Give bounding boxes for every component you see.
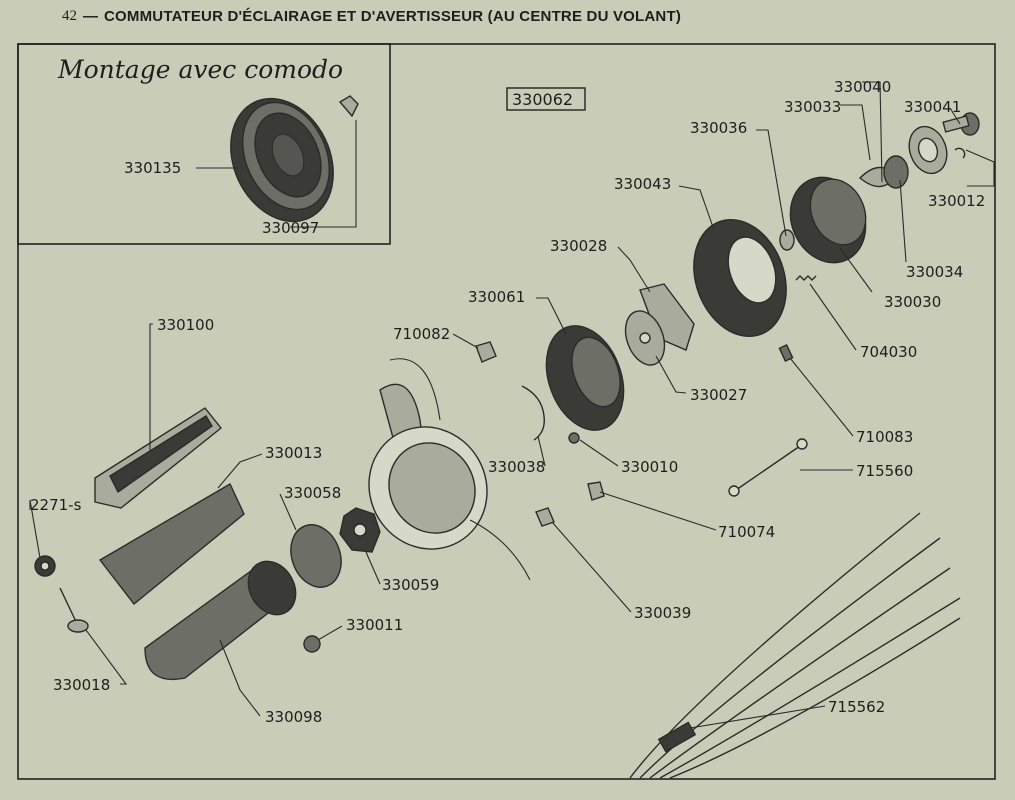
callout-330033: 330033 — [784, 98, 841, 116]
screw-330011 — [303, 635, 321, 653]
callout-330041: 330041 — [904, 98, 961, 116]
assembly-number-box — [506, 87, 586, 111]
callout-330097: 330097 — [262, 219, 319, 237]
spring-704030 — [795, 275, 817, 281]
bushing-330034 — [883, 155, 909, 189]
star-washer-330059 — [339, 507, 381, 553]
washer-330040 — [908, 125, 948, 175]
horn-button-cover-inset — [230, 97, 334, 223]
callout-715560: 715560 — [856, 462, 913, 480]
diagram-frame — [17, 43, 996, 780]
switch-housing-330013 — [98, 483, 245, 605]
inset-frame — [17, 43, 391, 245]
callout-330039: 330039 — [634, 604, 691, 622]
callout-330038: 330038 — [488, 458, 545, 476]
insulator-330027 — [624, 310, 666, 366]
callout-330100: 330100 — [157, 316, 214, 334]
callout-710083: 710083 — [856, 428, 913, 446]
callout-330040: 330040 — [834, 78, 891, 96]
screw-330041 — [942, 112, 980, 136]
pin-710083 — [778, 344, 794, 362]
cable-bundle-715562 — [629, 512, 961, 779]
ring-330036 — [779, 229, 795, 251]
callout-330034: 330034 — [906, 263, 963, 281]
page-number: 42 — [62, 7, 77, 24]
cover-330100 — [94, 407, 222, 509]
callout-330043: 330043 — [614, 175, 671, 193]
large-ring-330043 — [693, 218, 787, 338]
callout-330011: 330011 — [346, 616, 403, 634]
callout-330135: 330135 — [124, 159, 181, 177]
callout-2271-s: 2271-s — [30, 496, 82, 514]
callout-330059: 330059 — [382, 576, 439, 594]
page-title: COMMUTATEUR D'ÉCLAIRAGE ET D'AVERTISSEUR… — [104, 7, 682, 25]
callout-330098: 330098 — [265, 708, 322, 726]
callout-330036: 330036 — [690, 119, 747, 137]
page-header: 42 — COMMUTATEUR D'ÉCLAIRAGE ET D'AVERTI… — [62, 5, 681, 27]
terminal-710074 — [587, 481, 605, 501]
callout-330061: 330061 — [468, 288, 525, 306]
callout-330028: 330028 — [550, 237, 607, 255]
callout-330012: 330012 — [928, 192, 985, 210]
callout-330018: 330018 — [53, 676, 110, 694]
steering-wheel-hub — [368, 358, 531, 581]
bushing-330058 — [290, 524, 342, 588]
inset-title: Montage avec comodo — [57, 55, 343, 84]
callout-330010: 330010 — [621, 458, 678, 476]
small-part-330039 — [535, 507, 555, 527]
bent-clip-330038 — [521, 385, 545, 441]
callout-715562: 715562 — [828, 698, 885, 716]
callout-704030: 704030 — [860, 343, 917, 361]
nut-2271s — [34, 555, 56, 577]
screw-330018 — [59, 587, 89, 633]
screw-330010 — [568, 432, 580, 444]
rod-715560 — [728, 438, 808, 497]
switch-body-330061 — [545, 325, 625, 431]
clip-330012 — [954, 147, 966, 159]
callout-710082: 710082 — [393, 325, 450, 343]
callout-330030: 330030 — [884, 293, 941, 311]
cup-330030 — [789, 176, 867, 264]
callout-330027: 330027 — [690, 386, 747, 404]
terminal-710082 — [475, 341, 497, 363]
assembly-number: 330062 — [512, 90, 573, 109]
callout-710074: 710074 — [718, 523, 775, 541]
callout-330013: 330013 — [265, 444, 322, 462]
grip-sleeve-330098 — [144, 560, 297, 680]
callout-330058: 330058 — [284, 484, 341, 502]
header-dash: — — [83, 7, 98, 25]
inset-small-clip — [338, 95, 359, 118]
